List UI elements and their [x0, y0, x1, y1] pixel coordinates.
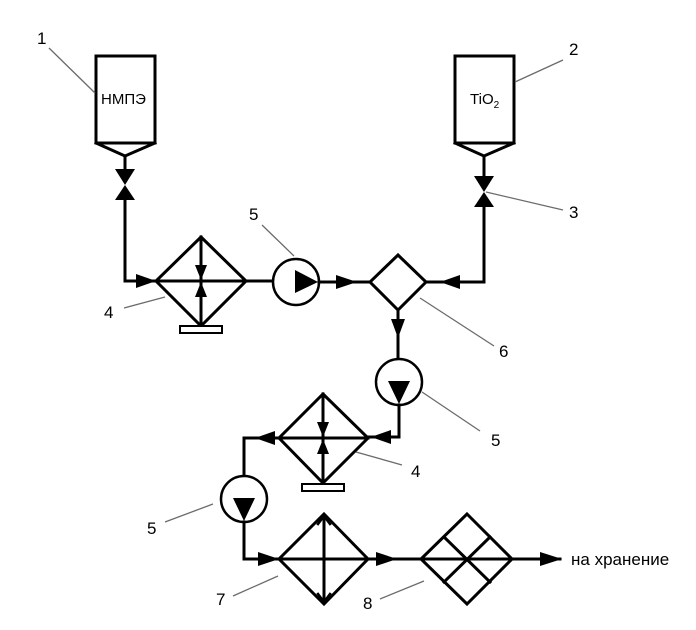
- output-label: на хранение: [571, 550, 669, 569]
- mixer-6: [367, 252, 429, 313]
- leader-line: [485, 191, 564, 211]
- leader-line: [421, 391, 481, 432]
- hopper-2-text: TiO2: [470, 91, 500, 111]
- label-3: 3: [569, 203, 578, 222]
- leader-line: [232, 575, 279, 597]
- pump-5-upper: [271, 257, 321, 307]
- hopper-2: TiO2: [453, 54, 516, 178]
- leader-line: [48, 47, 96, 94]
- valve-3: [474, 176, 494, 207]
- flow-arrow: [371, 430, 391, 444]
- heat-exchanger-4-upper: [153, 234, 249, 334]
- flow-arrow: [440, 275, 460, 289]
- apparatus-7: [276, 511, 371, 607]
- leader-line: [164, 503, 214, 523]
- leader-line: [261, 224, 295, 257]
- label-4-upper: 4: [104, 303, 113, 322]
- label-6: 6: [499, 342, 508, 361]
- flow-arrow: [255, 431, 275, 445]
- hopper-1-text: НМПЭ: [101, 91, 146, 108]
- label-7: 7: [216, 590, 225, 609]
- leader-line: [355, 451, 403, 466]
- apparatus-8: [418, 511, 515, 607]
- flow-arrow: [376, 552, 397, 566]
- pump-5-middle: [374, 357, 424, 407]
- flow-arrow: [136, 274, 156, 288]
- flow-arrow: [258, 552, 279, 566]
- heat-exchanger-4-lower: [276, 391, 371, 492]
- label-4-lower: 4: [411, 462, 420, 481]
- label-5-lower: 5: [147, 519, 156, 538]
- label-1: 1: [37, 29, 46, 48]
- pump-5-lower: [219, 474, 269, 524]
- hopper-1: НМПЭ: [94, 54, 157, 170]
- leader-line: [419, 297, 495, 347]
- leader-line: [379, 580, 425, 600]
- leader-line: [123, 296, 166, 309]
- label-8: 8: [363, 594, 372, 613]
- flow-arrow: [391, 319, 405, 338]
- valve-1: [115, 169, 135, 200]
- leader-line: [514, 59, 564, 83]
- label-5-middle: 5: [491, 431, 500, 450]
- output-arrow: [540, 552, 562, 566]
- label-2: 2: [569, 40, 578, 59]
- label-5-upper: 5: [249, 205, 258, 224]
- flow-arrow: [336, 275, 357, 289]
